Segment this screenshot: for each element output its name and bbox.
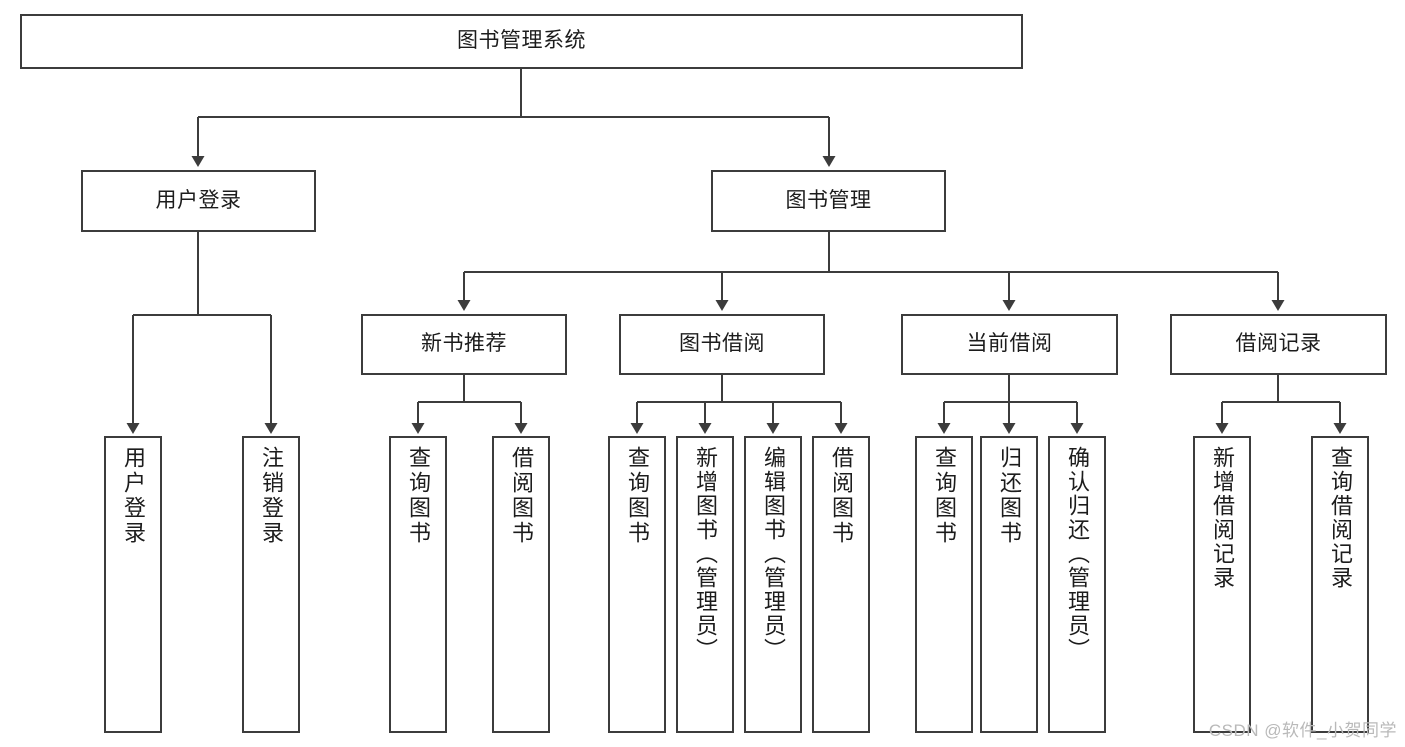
leaf-user-login[interactable]: 用户登录 [104, 436, 162, 733]
leaf-borrow-book-2-label: 借阅图书 [829, 446, 854, 546]
leaf-logout-label: 注销登录 [259, 446, 284, 546]
leaf-borrow-book-1[interactable]: 借阅图书 [492, 436, 550, 733]
leaf-edit-book[interactable]: 编辑图书（管理员） [744, 436, 802, 733]
leaf-confirm-return-label: 确认归还（管理员） [1065, 446, 1090, 662]
leaf-edit-book-label: 编辑图书（管理员） [761, 446, 786, 662]
leaf-query-book-2-label: 查询图书 [625, 446, 650, 546]
node-book-borrow-label: 图书借阅 [679, 332, 765, 356]
node-book-manage-label: 图书管理 [785, 188, 872, 212]
node-borrow-record-label: 借阅记录 [1235, 332, 1322, 356]
node-root[interactable]: 图书管理系统 [20, 14, 1023, 69]
leaf-borrow-book-1-label: 借阅图书 [509, 446, 534, 546]
node-root-label: 图书管理系统 [457, 29, 586, 53]
node-current-borrow[interactable]: 当前借阅 [901, 314, 1118, 375]
node-book-manage[interactable]: 图书管理 [711, 170, 946, 232]
leaf-query-book-3-label: 查询图书 [932, 446, 957, 546]
leaf-add-book[interactable]: 新增图书（管理员） [676, 436, 734, 733]
leaf-return-book[interactable]: 归还图书 [980, 436, 1038, 733]
node-new-book-recommend[interactable]: 新书推荐 [361, 314, 567, 375]
node-borrow-record[interactable]: 借阅记录 [1170, 314, 1387, 375]
leaf-borrow-book-2[interactable]: 借阅图书 [812, 436, 870, 733]
leaf-confirm-return[interactable]: 确认归还（管理员） [1048, 436, 1106, 733]
leaf-query-book-1[interactable]: 查询图书 [389, 436, 447, 733]
node-new-book-recommend-label: 新书推荐 [421, 332, 507, 356]
csdn-watermark: CSDN @软件_小贺同学 [1208, 721, 1397, 740]
leaf-query-book-2[interactable]: 查询图书 [608, 436, 666, 733]
node-book-borrow[interactable]: 图书借阅 [619, 314, 825, 375]
leaf-add-record-label: 新增借阅记录 [1210, 446, 1235, 590]
node-user-login[interactable]: 用户登录 [81, 170, 316, 232]
leaf-query-book-1-label: 查询图书 [406, 446, 431, 546]
leaf-add-record[interactable]: 新增借阅记录 [1193, 436, 1251, 733]
node-user-login-label: 用户登录 [155, 188, 242, 212]
leaf-query-record-label: 查询借阅记录 [1328, 446, 1353, 590]
node-current-borrow-label: 当前借阅 [966, 332, 1053, 356]
leaf-query-book-3[interactable]: 查询图书 [915, 436, 973, 733]
leaf-query-record[interactable]: 查询借阅记录 [1311, 436, 1369, 733]
leaf-user-login-label: 用户登录 [121, 446, 146, 546]
leaf-add-book-label: 新增图书（管理员） [693, 446, 718, 662]
leaf-return-book-label: 归还图书 [997, 446, 1022, 546]
leaf-logout[interactable]: 注销登录 [242, 436, 300, 733]
